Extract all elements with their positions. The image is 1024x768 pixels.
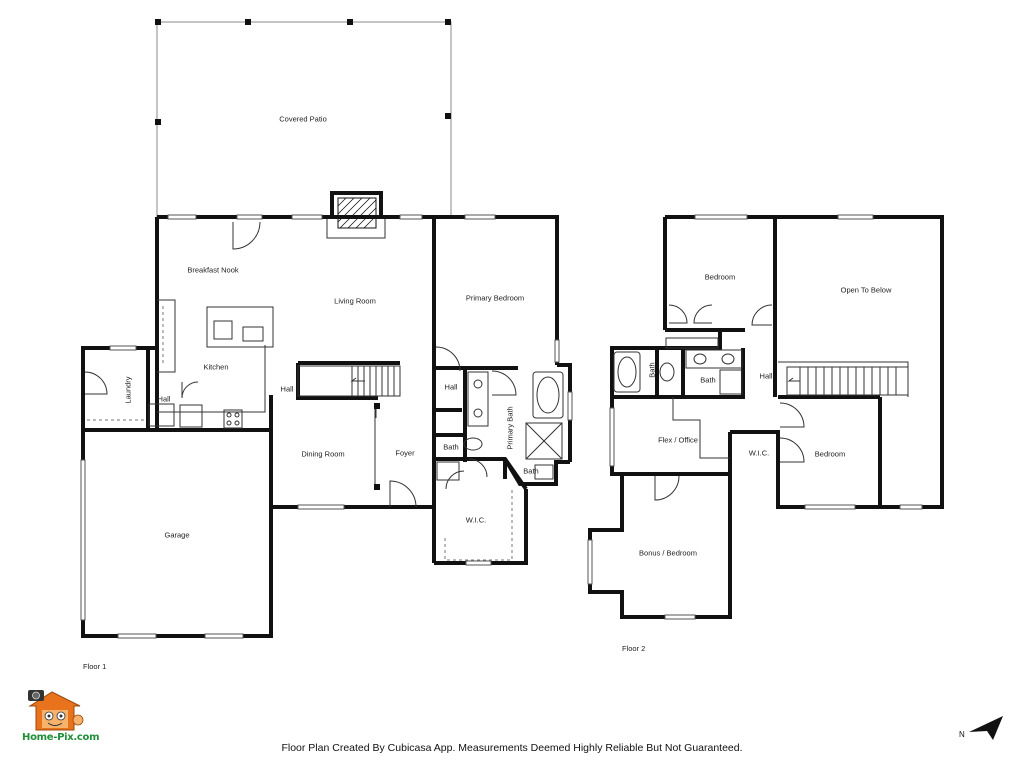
room-label-hall: Hall — [759, 371, 773, 381]
primary-bath-fixtures — [436, 371, 564, 481]
room-label-foyer: Foyer — [395, 448, 415, 458]
compass-icon — [969, 716, 1003, 740]
room-label-hall-primary: Hall — [444, 382, 458, 392]
room-label-bonus-bedroom: Bonus / Bedroom — [639, 548, 697, 558]
floor1-stairs — [297, 365, 401, 397]
covered-patio-outline — [155, 19, 452, 217]
room-label-wic-2: W.I.C. — [748, 448, 770, 458]
laundry-fixtures — [84, 371, 145, 421]
floor2-label: Floor 2 — [622, 644, 646, 653]
room-label-wic: W.I.C. — [465, 515, 487, 525]
logo-text: Home-Pix.com — [22, 732, 100, 743]
fireplace — [326, 191, 386, 239]
room-label-hall-laundry: Hall — [157, 394, 171, 404]
home-pix-logo — [28, 690, 84, 731]
floor2-doors — [613, 304, 805, 501]
disclaimer-text: Floor Plan Created By Cubicasa App. Meas… — [281, 742, 743, 754]
room-label-laundry: Laundry — [123, 376, 133, 404]
room-label-dining-room: Dining Room — [301, 449, 345, 459]
floor2-windows — [587, 214, 923, 620]
compass-label: N — [959, 730, 965, 739]
room-label-bath-2: Bath — [523, 466, 539, 476]
room-label-garage: Garage — [164, 530, 190, 540]
room-label-bedroom-2: Bedroom — [814, 449, 846, 459]
room-label-primary-bedroom: Primary Bedroom — [465, 293, 525, 303]
room-label-bedroom-1: Bedroom — [704, 272, 736, 282]
room-label-flex-office: Flex / Office — [658, 435, 698, 445]
room-label-breakfast-nook: Breakfast Nook — [187, 265, 239, 275]
room-label-bath-1: Bath — [443, 442, 459, 452]
kitchen-fixtures — [148, 299, 274, 429]
room-label-bath-a: Bath — [647, 362, 657, 378]
room-label-covered-patio: Covered Patio — [279, 114, 327, 124]
room-label-bath-b: Bath — [700, 375, 716, 385]
floor1-doors — [232, 221, 517, 508]
room-label-open-to-below: Open To Below — [840, 285, 892, 295]
room-label-living-room: Living Room — [334, 296, 376, 306]
room-label-hall-stairs: Hall — [280, 384, 294, 394]
room-label-kitchen: Kitchen — [203, 362, 229, 372]
floor1-windows — [80, 214, 573, 639]
floor1-label: Floor 1 — [83, 662, 107, 671]
wic-shelves — [444, 490, 513, 561]
room-label-primary-bath: Primary Bath — [505, 406, 515, 450]
floor2-stairs — [778, 361, 909, 397]
